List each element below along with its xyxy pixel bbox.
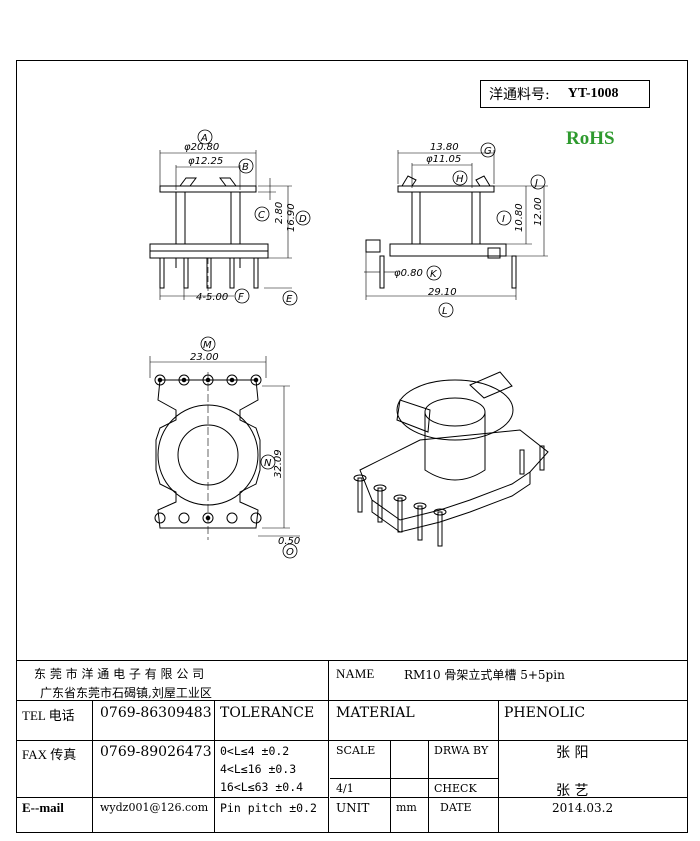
- tolerance-label: TOLERANCE: [220, 705, 315, 721]
- dim-letter-k: K: [430, 269, 438, 280]
- dim-letter-j: J: [533, 178, 538, 189]
- dim-value-20-80: φ20.80: [184, 142, 219, 153]
- part-number-label: 洋通料号:: [489, 87, 550, 103]
- company-name: 东 莞 市 洋 通 电 子 有 限 公 司: [34, 667, 205, 681]
- tolerance-line-1: 0<L≤4 ±0.2: [220, 744, 290, 758]
- row-divider: [16, 797, 328, 798]
- dim-letter-m: M: [203, 340, 212, 351]
- dim-letter-h: H: [456, 174, 464, 185]
- top-view: [149, 356, 300, 540]
- dim-letter-d: D: [299, 214, 307, 225]
- row-divider: [16, 740, 688, 741]
- dim-value-12-00: 12.00: [533, 197, 544, 226]
- dim-letter-o: O: [286, 547, 294, 558]
- tolerance-line-3: 16<L≤63 ±0.4: [220, 780, 304, 794]
- drawby-label: DRWA BY: [434, 744, 489, 757]
- dim-value-0-50: 0.50: [278, 536, 300, 547]
- unit-label: UNIT: [336, 801, 370, 815]
- dim-letter-l: L: [442, 306, 448, 317]
- isometric-view: [353, 371, 549, 547]
- part-number-box: 洋通料号: YT-1008: [480, 80, 650, 108]
- title-block: [16, 660, 688, 833]
- name-label: NAME: [336, 666, 375, 681]
- dim-value-4-5-00: 4-5.00: [196, 292, 228, 303]
- side-view: [364, 150, 548, 300]
- company-address: 广东省东莞市石碣镇,刘屋工业区: [40, 686, 212, 700]
- dim-value-32-09: 32.09: [273, 449, 284, 478]
- dim-letter-b: B: [242, 162, 249, 173]
- col-divider: [498, 700, 499, 833]
- col-divider: [214, 700, 215, 833]
- check-value: 张 艺: [556, 783, 589, 799]
- technical-drawing: A B C D E F G H J I K L M N O φ20.80 φ12…: [149, 129, 549, 559]
- row-divider: [330, 778, 498, 779]
- dim-value-11-05: φ11.05: [426, 154, 461, 165]
- drawby-value: 张 阳: [556, 745, 589, 761]
- dim-value-0-80: φ0.80: [394, 268, 423, 279]
- date-value: 2014.03.2: [552, 801, 614, 815]
- date-label: DATE: [440, 801, 472, 814]
- dim-letter-c: C: [258, 210, 265, 221]
- part-number-value: YT-1008: [567, 86, 619, 101]
- dim-letter-g: G: [484, 146, 492, 157]
- col-divider: [328, 660, 329, 833]
- dim-value-29-10: 29.10: [428, 287, 457, 298]
- material-value: PHENOLIC: [504, 705, 586, 721]
- fax-value: 0769-89026473: [100, 744, 212, 760]
- dim-value-2-80: 2.80: [274, 202, 285, 224]
- col-divider: [428, 740, 429, 833]
- dim-letter-e: E: [286, 294, 293, 305]
- tel-label: TEL 电话: [22, 708, 75, 723]
- drawing-frame: [16, 60, 688, 833]
- row-divider: [330, 797, 688, 798]
- dim-value-10-80: 10.80: [514, 203, 525, 232]
- scale-value: 4/1: [336, 782, 354, 795]
- check-label: CHECK: [434, 782, 477, 795]
- tel-value: 0769-86309483: [100, 705, 212, 721]
- dim-letter-i: I: [502, 214, 505, 225]
- tolerance-line-4: Pin pitch ±0.2: [220, 801, 317, 815]
- front-view: [149, 150, 292, 300]
- material-label: MATERIAL: [336, 705, 415, 721]
- dim-letter-n: N: [264, 458, 272, 469]
- tolerance-line-2: 4<L≤16 ±0.3: [220, 762, 297, 776]
- dim-value-23-00: 23.00: [190, 352, 219, 363]
- fax-label: FAX 传真: [22, 747, 77, 762]
- col-divider: [92, 700, 93, 833]
- dim-letter-a: A: [200, 133, 208, 144]
- dim-value-13-80: 13.80: [430, 142, 459, 153]
- name-value: RM10 骨架立式单槽 5+5pin: [404, 668, 565, 682]
- row-divider: [16, 700, 688, 701]
- dim-value-12-25: φ12.25: [188, 156, 223, 167]
- email-label: E--mail: [22, 800, 64, 815]
- dim-letter-f: F: [238, 292, 244, 303]
- col-divider: [390, 740, 391, 833]
- email-value: wydz001@126.com: [100, 801, 209, 814]
- unit-value: mm: [396, 801, 417, 814]
- rohs-mark: RoHS: [566, 128, 615, 149]
- scale-label: SCALE: [336, 744, 376, 757]
- dim-value-16-90: 16.90: [286, 203, 297, 232]
